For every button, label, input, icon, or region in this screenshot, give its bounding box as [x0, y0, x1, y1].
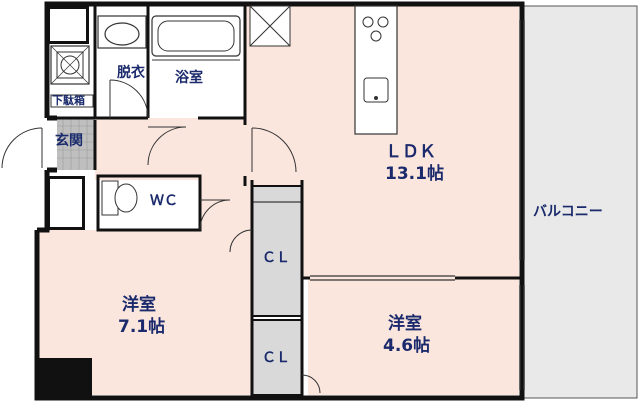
room-label-western-left-name: 洋室 [122, 294, 156, 315]
door-swings [1, 79, 321, 394]
corridor-floor [200, 180, 250, 230]
room-label-shoe-box: 下駄箱 [52, 93, 85, 107]
closet-lower [251, 319, 303, 396]
room-label-dressing: 脱衣 [117, 64, 146, 81]
structure-block-bottom [37, 358, 92, 398]
washbasin-icon [97, 15, 147, 49]
area-label-balcony: バルコニー [533, 204, 603, 220]
western-room-right-floor [308, 278, 519, 395]
washing-machine-icon [50, 45, 90, 85]
room-label-western-right-size: 4.6帖 [383, 335, 430, 356]
room-label-cl-lower: ＣＬ [262, 350, 290, 366]
hall-floor [95, 118, 247, 180]
room-label-entrance: 玄関 [55, 132, 83, 149]
toilet-icon [101, 180, 138, 216]
kitchen-counter-icon [354, 5, 398, 135]
entrance-tile [57, 118, 95, 170]
room-label-cl-upper: ＣＬ [262, 250, 290, 266]
room-label-western-left-size: 7.1帖 [118, 316, 165, 337]
windows [519, 20, 525, 390]
bathtub-icon [151, 15, 241, 61]
room-label-ldk-size: 13.1帖 [385, 163, 444, 184]
sliding-door [310, 275, 455, 281]
room-label-wc: ＷＣ [150, 193, 178, 209]
refrigerator-space-icon [249, 5, 291, 47]
room-label-bath: 浴室 [175, 69, 203, 86]
room-label-ldk-name: ＬＤＫ [385, 142, 436, 162]
balcony-area [522, 5, 638, 399]
room-label-western-right-name: 洋室 [388, 313, 422, 334]
shoe-cabinet-icon [50, 94, 94, 108]
